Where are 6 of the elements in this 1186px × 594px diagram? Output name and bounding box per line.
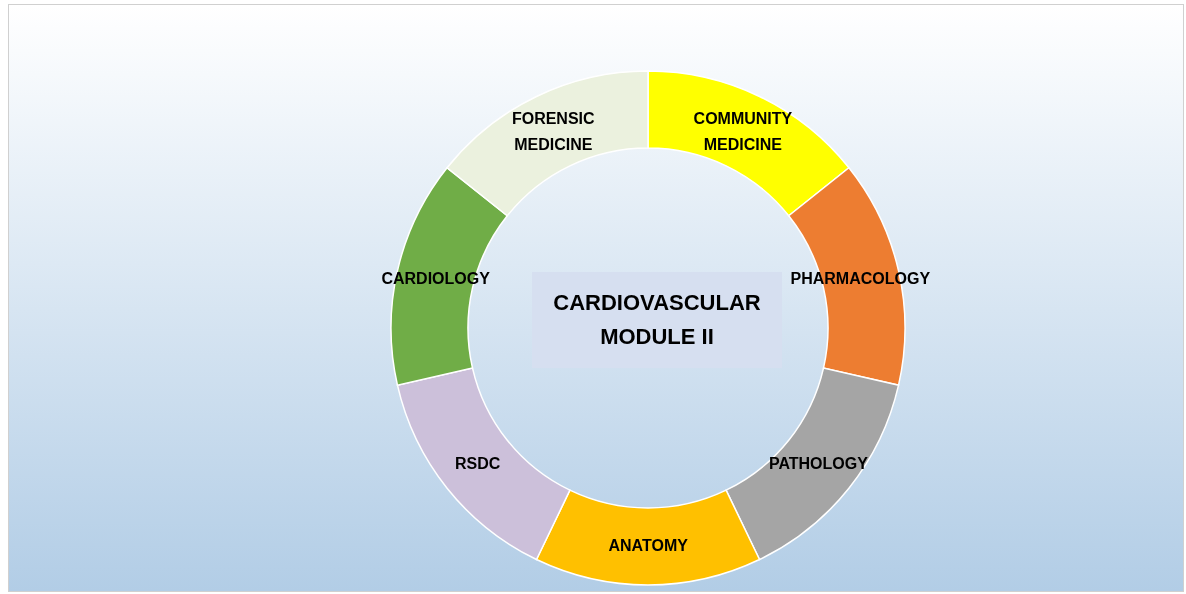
segment-label: COMMUNITY MEDICINE bbox=[693, 108, 792, 155]
segment-label: RSDC bbox=[455, 453, 501, 474]
segment-label: ANATOMY bbox=[608, 536, 688, 556]
segment-label: PATHOLOGY bbox=[768, 453, 868, 474]
title-box: CARDIOVASCULAR MODULE II bbox=[532, 272, 782, 368]
segment-label: FORENSIC MEDICINE bbox=[511, 108, 595, 155]
